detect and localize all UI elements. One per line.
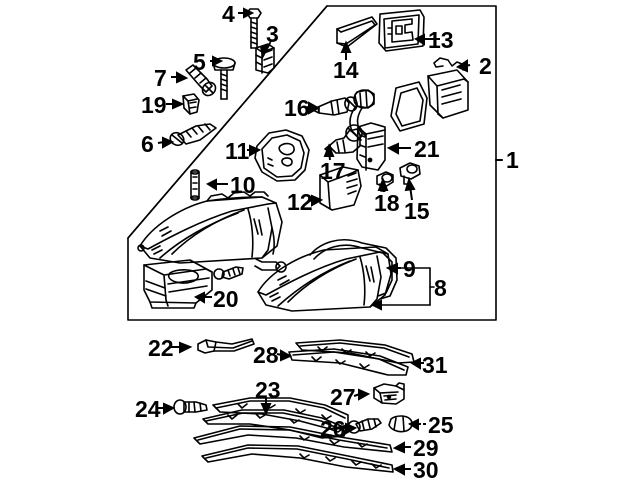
assembly-boundary-diagonal [127,5,328,239]
callout-label-1: 1 [506,147,519,173]
part-29-lower-valance-trim [193,425,393,453]
part-27-mounting-bracket [373,382,405,405]
callout-label-9: 9 [403,256,416,282]
leader-lines [157,7,471,476]
callout-label-26: 26 [320,416,346,442]
callout-label-28: 28 [253,342,279,368]
part-2-bezel-ring [390,81,428,132]
part-28-upper-trim-molding [288,348,409,376]
callout-label-24: 24 [135,396,161,422]
callout-label-12: 12 [287,189,313,215]
callout-label-10: 10 [230,172,256,198]
part-12-side-marker-housing [319,166,362,211]
callout-label-15: 15 [404,198,430,224]
callout-label-13: 13 [428,27,454,53]
part-30-lower-grille-molding [201,444,394,473]
headlamp-rh-assembly [137,191,287,273]
part-25-barrel-nut [388,415,413,433]
callout-label-21: 21 [414,136,440,162]
part-7-mounting-screw [185,64,217,97]
part-2-lens-housing [427,69,469,119]
callout-label-30: 30 [413,457,439,480]
callout-label-8: 8 [434,275,447,301]
callout-label-19: 19 [141,92,167,118]
part-24-push-pin-retainer [173,399,208,415]
part-6-tapping-screw [169,123,217,147]
part-11-bulb-access-cover [254,129,310,182]
callout-label-2: 2 [479,53,492,79]
part-21-bulb-socket-module [349,89,386,171]
callout-label-6: 6 [141,131,154,157]
callout-label-4: 4 [222,1,235,27]
callout-label-20: 20 [213,286,239,312]
callout-labels: 1 2 3 4 5 6 7 8 9 10 11 12 13 14 15 16 1… [135,1,519,480]
callout-label-7: 7 [154,65,167,91]
part-14-gasket-strip [336,16,378,48]
part-22-grille-bracket [197,338,255,354]
callout-label-23: 23 [255,377,281,403]
headlamp-mount-screw [213,266,244,280]
part-5-vertical-aim-screw [212,57,236,100]
part-13-bulb-cover-plate [378,9,425,52]
callout-label-27: 27 [330,384,356,410]
callout-label-5: 5 [193,49,206,75]
part-19-retainer-clip [182,93,200,115]
callout-label-16: 16 [284,95,310,121]
callout-label-22: 22 [148,335,174,361]
part-23-grille-molding-lower [202,409,347,439]
callout-8-bracket [372,267,435,306]
part-10-spacer-bushing [190,169,200,201]
callout-label-18: 18 [374,190,400,216]
callout-label-17: 17 [320,158,346,184]
callout-label-29: 29 [413,435,439,461]
callout-label-11: 11 [225,138,250,164]
callout-label-3: 3 [266,21,279,47]
callout-label-25: 25 [428,412,454,438]
part-4-adjusting-screw [246,8,262,49]
callout-label-31: 31 [422,352,448,378]
callout-label-14: 14 [333,57,359,83]
